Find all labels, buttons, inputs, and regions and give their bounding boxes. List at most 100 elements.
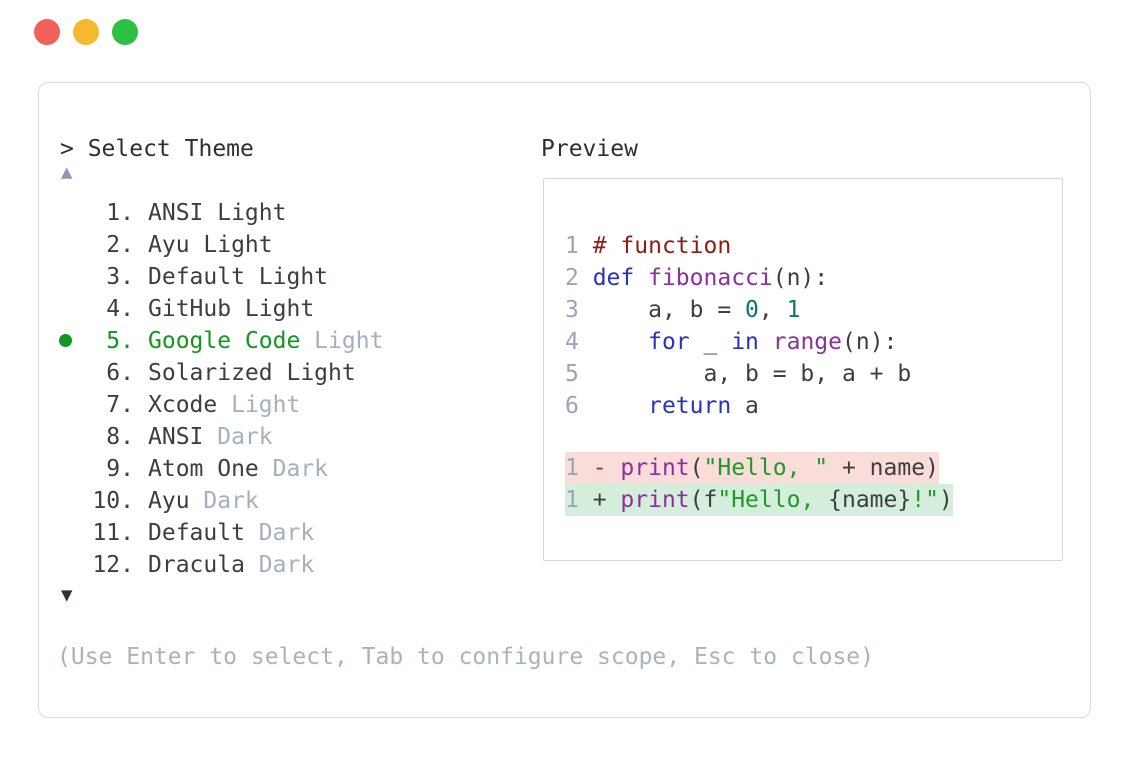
code-token: 1 <box>786 297 801 323</box>
theme-item-number: 9. <box>106 456 134 482</box>
code-token: !" <box>911 487 939 513</box>
theme-item-label: Atom One Dark <box>148 453 328 485</box>
code-token: + <box>592 487 621 513</box>
diff-line-added: 1 + print(f"Hello, {name}!") <box>565 484 953 516</box>
code-token: "Hello, " <box>703 455 829 481</box>
theme-item[interactable]: 5. Google Code Light <box>39 325 499 357</box>
theme-item-label: Dracula Dark <box>148 549 314 581</box>
theme-item-label: GitHub Light <box>148 293 314 325</box>
theme-item-variant: Dark <box>244 520 315 546</box>
code-line: 1 # function <box>565 230 731 262</box>
line-number: 1 <box>565 487 593 513</box>
code-token: in <box>731 329 759 355</box>
theme-item-variant: Dark <box>258 456 329 482</box>
preview-box: 1 # function 2 def fibonacci(n): 3 a, b = … <box>543 178 1063 561</box>
theme-item-name: Google Code <box>148 328 301 354</box>
diff-highlight: 1 + print(f"Hello, {name}!") <box>565 484 953 516</box>
code-token: + name) <box>828 455 939 481</box>
theme-item-variant: Dark <box>189 488 259 514</box>
line-number: 6 <box>565 393 593 419</box>
theme-item-name: Xcode <box>148 392 218 418</box>
theme-item-variant: Dark <box>203 424 273 450</box>
code-token: for <box>648 329 690 355</box>
code-token: _ <box>689 329 732 355</box>
line-number: 2 <box>565 265 593 291</box>
scroll-up-icon[interactable]: ▲ <box>61 161 73 183</box>
theme-picker-panel: > Select Theme Preview ▲ 1. ANSI Light 2. A… <box>38 82 1091 718</box>
code-token: (n): <box>772 265 829 291</box>
theme-item[interactable]: 7. Xcode Light <box>39 389 499 421</box>
window-controls <box>34 19 138 45</box>
line-number: 1 <box>565 233 593 259</box>
code-token: a, b = b, a + b <box>592 361 912 387</box>
line-number: 4 <box>565 329 593 355</box>
preview-title: Preview <box>541 136 638 162</box>
theme-item[interactable]: 3.Default Light <box>39 261 499 293</box>
theme-item-name: Dracula <box>148 552 245 578</box>
line-number: 5 <box>565 361 593 387</box>
code-line: 5 a, b = b, a + b <box>565 358 911 390</box>
theme-item-number: 7. <box>106 392 134 418</box>
code-token: {name} <box>828 487 912 513</box>
close-button[interactable] <box>34 19 60 45</box>
scroll-down-icon[interactable]: ▼ <box>61 584 73 606</box>
theme-item[interactable]: 12.Dracula Dark <box>39 549 499 581</box>
code-token <box>593 393 648 419</box>
theme-item-label: Default Light <box>148 261 328 293</box>
theme-item[interactable]: 2. Ayu Light <box>39 229 499 261</box>
code-token: range <box>772 329 842 355</box>
code-token: fibonacci <box>648 265 773 291</box>
code-line: 6 return a <box>565 390 759 422</box>
theme-item-number: 5. <box>106 328 134 354</box>
line-number: 3 <box>565 297 593 323</box>
theme-item[interactable]: 11. Default Dark <box>39 517 499 549</box>
theme-item[interactable]: 9. Atom One Dark <box>39 453 499 485</box>
code-token: "Hello, <box>717 487 829 513</box>
theme-item-variant: Light <box>300 328 384 354</box>
code-token: (f <box>689 487 718 513</box>
code-token: # function <box>592 233 732 259</box>
maximize-button[interactable] <box>112 19 138 45</box>
code-token <box>593 329 648 355</box>
diff-line-removed: 1 - print("Hello, " + name) <box>565 452 939 484</box>
code-token: ) <box>938 487 953 513</box>
code-token: a <box>731 393 759 419</box>
theme-item-number: 1. <box>106 200 134 226</box>
line-number: 1 <box>565 455 593 481</box>
theme-item[interactable]: 8.ANSI Dark <box>39 421 499 453</box>
theme-item-name: ANSI <box>148 424 204 450</box>
theme-item-number: 11. <box>92 520 134 546</box>
hint-text: (Use Enter to select, Tab to configure s… <box>57 644 874 670</box>
theme-item-name: GitHub Light <box>148 296 315 322</box>
theme-item-name: ANSI Light <box>148 200 287 226</box>
theme-item-name: Atom One <box>148 456 259 482</box>
theme-item-number: 4. <box>106 296 134 322</box>
theme-item-number: 2. <box>106 232 134 258</box>
minimize-button[interactable] <box>73 19 99 45</box>
code-token: return <box>648 393 732 419</box>
theme-item-label: Ayu Dark <box>148 485 259 517</box>
theme-item[interactable]: 6. Solarized Light <box>39 357 499 389</box>
theme-item-label: ANSI Dark <box>148 421 273 453</box>
code-token: def <box>592 265 635 291</box>
prompt-select-theme: > Select Theme <box>60 136 254 162</box>
theme-item[interactable]: 4. GitHub Light <box>39 293 499 325</box>
theme-item-name: Default Light <box>148 264 329 290</box>
theme-item-label: ANSI Light <box>148 197 286 229</box>
code-token: print <box>620 487 690 513</box>
code-line: 4 for _ in range(n): <box>565 326 897 358</box>
theme-item-name: Default <box>148 520 245 546</box>
theme-item-label: Google Code Light <box>148 325 383 357</box>
code-token: , <box>758 297 787 323</box>
theme-item[interactable]: 10.Ayu Dark <box>39 485 499 517</box>
code-token <box>634 265 648 291</box>
theme-item-variant: Light <box>217 392 301 418</box>
theme-item-name: Solarized Light <box>148 360 356 386</box>
theme-item-name: Ayu Light <box>148 232 273 258</box>
theme-item-number: 6. <box>106 360 134 386</box>
code-token: - <box>592 455 621 481</box>
theme-item-name: Ayu <box>148 488 190 514</box>
theme-item[interactable]: 1. ANSI Light <box>39 197 499 229</box>
code-token: print <box>620 455 690 481</box>
